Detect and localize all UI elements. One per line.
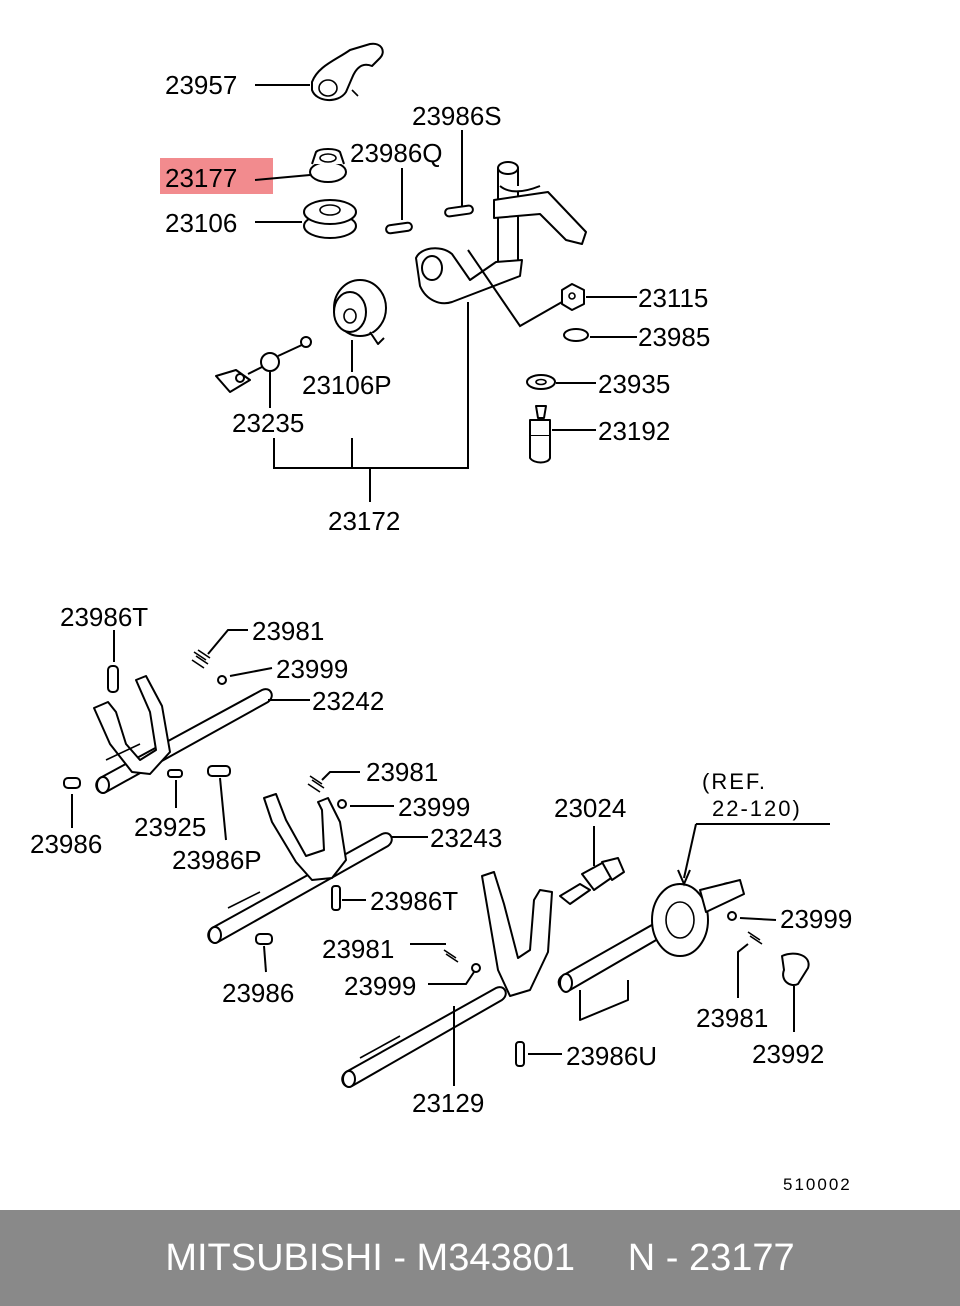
label-23986Q: 23986Q [350,138,443,168]
pin-23986U-drawing [515,1041,525,1067]
part-23106P-drawing [333,279,387,345]
gear-shaft-assembly-drawing [557,879,745,1021]
highlight-23177 [160,158,273,194]
part-23106-drawing [303,199,357,239]
footer-banner: MITSUBISHI - M343801 N - 23177 [0,1210,960,1306]
label-23999-a: 23999 [276,654,348,684]
rail-23129-drawing [341,871,553,1088]
part-23115-drawing [561,283,585,311]
leader-lines-upper [254,84,637,502]
footer-oem: N - 23177 [627,1236,795,1279]
label-23925: 23925 [134,812,206,842]
label-23985: 23985 [638,322,710,352]
label-23986U: 23986U [566,1041,657,1071]
spring-23981-d-drawing [747,931,763,945]
label-23177: 23177 [165,163,237,193]
exploded-parts-diagram: 23957 23986S 23986Q 23177 23106 23115 23… [30,42,852,1194]
pin-23986-b-drawing [255,933,273,945]
spring-23981-a-drawing [191,649,211,669]
label-23192: 23192 [598,416,670,446]
label-23129: 23129 [412,1088,484,1118]
part-23192-drawing [529,405,551,464]
label-23986S: 23986S [412,101,502,131]
footer-brand-part: MITSUBISHI - M343801 [165,1236,575,1279]
label-23999-b: 23999 [398,792,470,822]
part-23957-drawing [311,42,384,101]
pin-23986P-drawing [207,765,231,777]
label-23957: 23957 [165,70,237,100]
label-23024: 23024 [554,793,626,823]
label-23935: 23935 [598,369,670,399]
part-23935-drawing [526,374,556,390]
ball-23999-a-drawing [217,675,227,685]
spring-23981-c-drawing [443,949,459,963]
shift-lever-assembly-drawing [415,161,587,305]
label-23986P: 23986P [172,845,262,875]
ball-23999-b-drawing [337,799,347,809]
label-23242: 23242 [312,686,384,716]
pin-23986T-b-drawing [331,885,341,911]
label-23981-b: 23981 [366,757,438,787]
pin-23986T-a-drawing [107,665,119,693]
label-23986T-a: 23986T [60,602,148,632]
label-23999-d: 23999 [344,971,416,1001]
label-23986T-b: 23986T [370,886,458,916]
part-23177-drawing [309,148,347,183]
pin-23986S-drawing [444,204,474,218]
leader-lines-lower [71,629,830,1086]
label-23981-a: 23981 [252,616,324,646]
ball-23999-c-drawing [471,963,481,973]
rail-23242-drawing [93,675,273,794]
label-23992: 23992 [752,1039,824,1069]
label-23986-b: 23986 [222,978,294,1008]
label-23243: 23243 [430,823,502,853]
label-ref-line2: 22-120) [712,796,802,821]
label-23235: 23235 [232,408,304,438]
label-23106: 23106 [165,208,237,238]
pin-23925-drawing [167,769,183,778]
label-23981-c: 23981 [322,934,394,964]
diagram-code: 510002 [783,1175,852,1194]
footer-spacer [575,1237,628,1280]
spring-23981-b-drawing [307,775,325,793]
label-23172: 23172 [328,506,400,536]
part-23024-drawing [559,857,625,905]
part-23992-drawing [781,952,810,986]
ball-23999-d-drawing [727,911,737,921]
label-23986-a: 23986 [30,829,102,859]
part-23235-drawing [215,336,312,393]
pin-23986-a-drawing [63,777,81,789]
label-ref-line1: (REF. [702,769,767,794]
label-23981-d: 23981 [696,1003,768,1033]
part-23985-drawing [563,328,589,342]
pin-23986Q-drawing [385,221,413,235]
label-23115: 23115 [638,283,708,313]
rail-23243-drawing [207,793,393,944]
label-23106P: 23106P [302,370,392,400]
label-23999-c: 23999 [780,904,852,934]
